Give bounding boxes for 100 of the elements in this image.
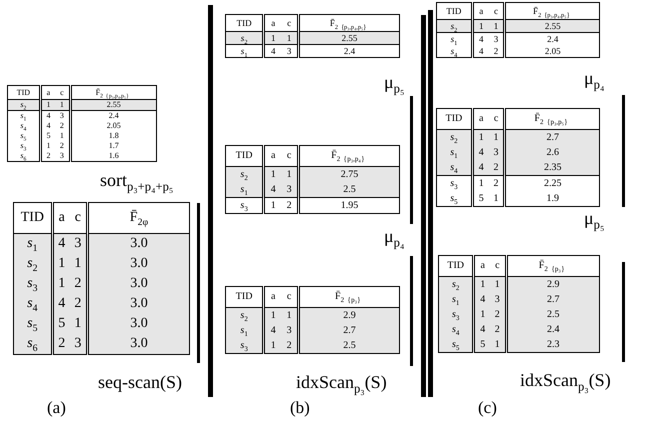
table-cell: 4 (472, 160, 489, 176)
table-cell: 1 (40, 141, 56, 151)
table-cell: s$_{3}$ (436, 176, 472, 191)
table-cell: 1 (52, 254, 70, 274)
table-cell: s$_{1}$ (14, 234, 52, 254)
table-cell: 2.05 (504, 45, 600, 58)
table-cell: 3 (281, 323, 299, 338)
table-cell: s$_{1}$ (436, 32, 472, 45)
table-cell: 3.0 (87, 294, 190, 314)
table-cell: 2 (488, 176, 505, 191)
table-cell: 1 (488, 191, 505, 206)
table-cell: s$_{2}$ (438, 276, 474, 292)
table-cell: 2.55 (298, 32, 400, 44)
table-cell: 3.0 (87, 274, 190, 294)
table-cell: 2 (55, 141, 70, 151)
table-cell: s$_{6}$ (8, 151, 40, 162)
table-cell: s$_{4}$ (438, 322, 474, 337)
table-cell: 2.9 (506, 276, 600, 292)
table-cell: 1 (264, 338, 282, 354)
operator-label: μ$_{p₄}$ (384, 226, 404, 247)
table-cell: 2.55 (504, 20, 600, 32)
table-cell: 2.4 (70, 110, 156, 121)
operator-label: seq-scan(S) (98, 372, 182, 393)
table-cell: 2 (488, 45, 505, 58)
table-cell: s$_{1}$ (226, 323, 264, 338)
operator-label: μ$_{p₅}$ (584, 208, 604, 229)
table-cell: 5 (472, 191, 489, 206)
table-cell: 2.55 (70, 100, 156, 110)
table-cell: 5 (474, 337, 490, 352)
table-cell: 2.6 (504, 145, 600, 160)
operator-label: (a) (47, 398, 66, 418)
table-cell: 4 (474, 322, 490, 337)
operator-label: idxScan$_{p₃}$(S) (296, 372, 387, 393)
table-cell: 1 (490, 337, 506, 352)
table-cell: 4 (472, 32, 489, 45)
table-cell: s$_{4}$ (14, 294, 52, 314)
table-cell: 1.7 (70, 141, 156, 151)
table-cell: 1 (264, 198, 282, 214)
table-cell: s$_{2}$ (226, 166, 264, 182)
table-cell: 2.7 (506, 292, 600, 307)
table-cell: 3 (55, 110, 70, 121)
table-cell: 2.3 (506, 337, 600, 352)
table-cell: s$_{2}$ (226, 32, 264, 44)
table-cell: 4 (472, 45, 489, 58)
operator-label: (b) (290, 398, 310, 418)
table-cell: s$_{4}$ (436, 160, 472, 176)
table-cell: 2.25 (504, 176, 600, 191)
table-cell: 5 (52, 314, 70, 334)
table-cell: s$_{5}$ (8, 131, 40, 141)
table-cell: 1 (472, 130, 489, 145)
table-cell: 3 (281, 44, 299, 58)
table-cell: s$_{1}$ (226, 44, 264, 58)
table-cell: 2.4 (506, 322, 600, 337)
table-cell: 2.7 (298, 323, 400, 338)
table-cell: 1 (40, 100, 56, 110)
table-cell: 1.8 (70, 131, 156, 141)
table-cell: s$_{6}$ (14, 334, 52, 354)
table-cell: 2.75 (298, 166, 400, 182)
table-cell: 2 (55, 121, 70, 131)
table-cell: 3.0 (87, 254, 190, 274)
table-cell: 1.9 (504, 191, 600, 206)
table-cell: 2.5 (298, 182, 400, 198)
table-cell: 2.7 (504, 130, 600, 145)
table-cell: 2.4 (298, 44, 400, 58)
table-cell: 2 (40, 151, 56, 162)
table-cell: 2.9 (298, 308, 400, 323)
table-cell: 2.05 (70, 121, 156, 131)
table-cell: 1 (472, 176, 489, 191)
table-cell: 2.4 (504, 32, 600, 45)
operator-label: (c) (478, 398, 497, 418)
table-cell: 2 (281, 198, 299, 214)
table-cell: 2 (490, 322, 506, 337)
table-cell: s$_{5}$ (436, 191, 472, 206)
table-cell: s$_{1}$ (438, 292, 474, 307)
table-cell: s$_{1}$ (226, 182, 264, 198)
table-cell: s$_{3}$ (14, 274, 52, 294)
operator-label: μ$_{p₅}$ (384, 72, 404, 93)
operator-label: μ$_{p₄}$ (584, 68, 604, 89)
table-cell: 1 (474, 307, 490, 322)
table-cell: s$_{2}$ (436, 20, 472, 32)
table-cell: 3.0 (87, 314, 190, 334)
table-cell: 4 (40, 110, 56, 121)
table-cell: 5 (40, 131, 56, 141)
table-cell: 2.5 (506, 307, 600, 322)
table-cell: s$_{4}$ (436, 45, 472, 58)
table-cell: s$_{2}$ (14, 254, 52, 274)
table-cell: 3 (55, 151, 70, 162)
operator-label: idxScan$_{p₃}$(S) (520, 370, 611, 391)
table-cell: 1.6 (70, 151, 156, 162)
table-cell: 3 (488, 32, 505, 45)
table-cell: 1.95 (298, 198, 400, 214)
table-cell: 3.0 (87, 234, 190, 254)
table-cell: 4 (264, 44, 282, 58)
table-cell: s$_{1}$ (436, 145, 472, 160)
table-cell: s$_{3}$ (8, 141, 40, 151)
table-cell: s$_{4}$ (8, 121, 40, 131)
table-cell: 3 (490, 292, 506, 307)
table-cell: s$_{2}$ (436, 130, 472, 145)
table-cell: 4 (264, 323, 282, 338)
table-cell: 2.35 (504, 160, 600, 176)
